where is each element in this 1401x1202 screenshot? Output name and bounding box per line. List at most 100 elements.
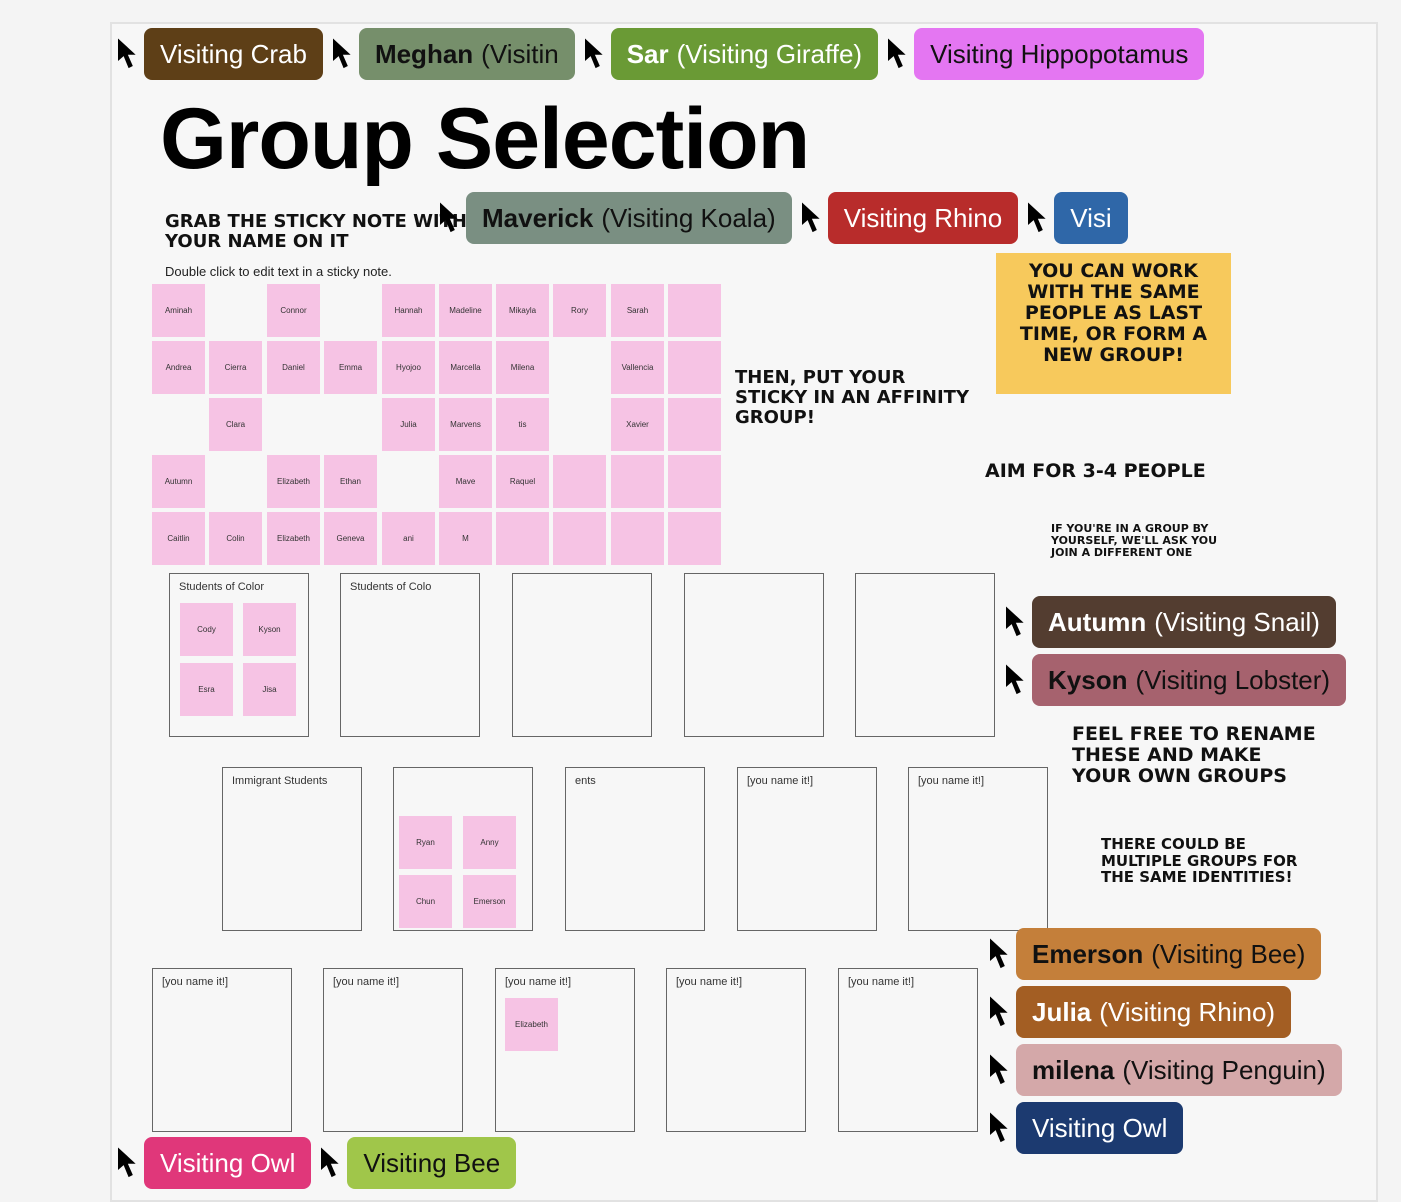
sticky-note[interactable]: Geneva (324, 512, 377, 565)
mouse-cursor-icon (332, 38, 351, 69)
collaborator-cursor-label: Visiting Crab (144, 28, 323, 80)
group-title: [you name it!] (676, 976, 743, 988)
group-box[interactable]: [you name it!] (323, 968, 463, 1132)
instruction-hint: Double click to edit text in a sticky no… (165, 264, 392, 279)
group-box[interactable]: [you name it!] (495, 968, 635, 1132)
collaborator-cursor: Visiting Owl (118, 1137, 312, 1189)
sticky-note[interactable]: Autumn (152, 455, 205, 508)
sticky-note[interactable]: Connor (267, 284, 320, 337)
sticky-note[interactable]: Esra (180, 663, 233, 716)
sticky-note[interactable] (553, 512, 606, 565)
collaborator-cursor: Visi (1028, 192, 1128, 244)
instruction-grab: GRAB THE STICKY NOTE WITH YOUR NAME ON I… (165, 211, 467, 252)
sticky-note[interactable]: Hyojoo (382, 341, 435, 394)
group-title: [you name it!] (333, 976, 400, 988)
instruction-aim: AIM FOR 3-4 PEOPLE (985, 460, 1206, 482)
sticky-note[interactable]: Ethan (324, 455, 377, 508)
sticky-note[interactable] (668, 341, 721, 394)
group-title: Students of Colo (350, 581, 432, 593)
sticky-note[interactable] (668, 284, 721, 337)
group-title: [you name it!] (505, 976, 572, 988)
sticky-note[interactable] (668, 512, 721, 565)
collaborator-cursor-label: Meghan(Visitin (358, 28, 575, 80)
sticky-note[interactable]: Milena (496, 341, 549, 394)
collaborator-status: Visiting Owl (1032, 1112, 1168, 1143)
sticky-note[interactable]: Marcella (439, 341, 492, 394)
sticky-note[interactable]: Kyson (243, 603, 296, 656)
group-box[interactable] (855, 573, 995, 737)
sticky-note[interactable]: Sarah (611, 284, 664, 337)
sticky-note[interactable] (553, 455, 606, 508)
mouse-cursor-icon (118, 38, 136, 69)
collaborator-cursor-label: Visiting Bee (347, 1137, 517, 1189)
collaborator-cursor: Visiting Bee (321, 1137, 517, 1189)
sticky-note[interactable]: Elizabeth (505, 998, 558, 1051)
group-box[interactable]: [you name it!] (152, 968, 292, 1132)
sticky-note[interactable]: Madeline (439, 284, 492, 337)
sticky-note[interactable]: Anny (463, 816, 516, 869)
sticky-note[interactable]: Jisa (243, 663, 296, 716)
sticky-note[interactable]: M (439, 512, 492, 565)
sticky-note[interactable]: Aminah (152, 284, 205, 337)
sticky-note[interactable]: Raquel (496, 455, 549, 508)
sticky-note[interactable]: Elizabeth (267, 455, 320, 508)
mouse-cursor-icon (990, 996, 1008, 1027)
group-box[interactable] (512, 573, 652, 737)
group-box[interactable]: [you name it!] (666, 968, 806, 1132)
sticky-note[interactable]: ani (382, 512, 435, 565)
mouse-cursor-icon (888, 38, 906, 69)
collaborator-name: Meghan (374, 38, 474, 69)
sticky-note[interactable]: Colin (209, 512, 262, 565)
mouse-cursor-icon (584, 38, 603, 69)
group-box[interactable]: [you name it!] (838, 968, 978, 1132)
group-box[interactable]: [you name it!] (737, 767, 877, 931)
instruction-multiple: THERE COULD BE MULTIPLE GROUPS FOR THE S… (1101, 835, 1298, 886)
sticky-note[interactable] (668, 455, 721, 508)
sticky-note[interactable]: Vallencia (611, 341, 664, 394)
group-title: [you name it!] (848, 976, 915, 988)
sticky-note[interactable]: Xavier (611, 398, 664, 451)
collaborator-cursor: Julia(Visiting Rhino) (990, 986, 1342, 1038)
sticky-note[interactable]: Caitlin (152, 512, 205, 565)
page-title: Group Selection (160, 91, 810, 187)
sticky-note[interactable]: Daniel (267, 341, 320, 394)
group-box[interactable]: Students of Colo (340, 573, 480, 737)
sticky-note[interactable] (668, 398, 721, 451)
sticky-note[interactable]: Chun (399, 875, 452, 928)
sticky-note[interactable]: Marvens (439, 398, 492, 451)
cursor-column-right: Autumn(Visiting Snail)Kyson(Visiting Lob… (1006, 596, 1347, 706)
collaborator-status: (Visiting Snail) (1154, 606, 1320, 637)
sticky-note[interactable] (611, 512, 664, 565)
sticky-note[interactable]: Clara (209, 398, 262, 451)
group-box[interactable] (684, 573, 824, 737)
sticky-note[interactable]: Elizabeth (267, 512, 320, 565)
group-title: ents (575, 775, 596, 787)
sticky-note[interactable]: Ryan (399, 816, 452, 869)
collaborator-cursor: Sar(Visiting Giraffe) (584, 28, 879, 80)
sticky-note[interactable] (496, 512, 549, 565)
sticky-note[interactable]: Hannah (382, 284, 435, 337)
sticky-note[interactable] (611, 455, 664, 508)
mouse-cursor-icon (1006, 664, 1024, 695)
mouse-cursor-icon (990, 1054, 1008, 1085)
mouse-cursor-icon (440, 202, 458, 233)
sticky-note[interactable]: Emerson (463, 875, 516, 928)
group-title: Students of Color (179, 581, 264, 593)
sticky-note[interactable]: Mave (439, 455, 492, 508)
mouse-cursor-icon (990, 938, 1008, 969)
sticky-note[interactable]: Rory (553, 284, 606, 337)
group-box[interactable]: Immigrant Students (222, 767, 362, 931)
group-title: [you name it!] (747, 775, 814, 787)
sticky-note[interactable]: Emma (324, 341, 377, 394)
sticky-note[interactable]: Cierra (209, 341, 262, 394)
group-box[interactable]: ents (565, 767, 705, 931)
sticky-note[interactable]: Cody (180, 603, 233, 656)
collaborator-cursor: Visiting Rhino (801, 192, 1019, 244)
sticky-note[interactable]: tis (496, 398, 549, 451)
sticky-note[interactable]: Mikayla (496, 284, 549, 337)
yellow-sticky-note[interactable]: YOU CAN WORK WITH THE SAME PEOPLE AS LAS… (996, 253, 1231, 394)
collaborator-name: Autumn (1048, 606, 1147, 637)
sticky-note[interactable]: Julia (382, 398, 435, 451)
group-box[interactable]: [you name it!] (908, 767, 1048, 931)
sticky-note[interactable]: Andrea (152, 341, 205, 394)
